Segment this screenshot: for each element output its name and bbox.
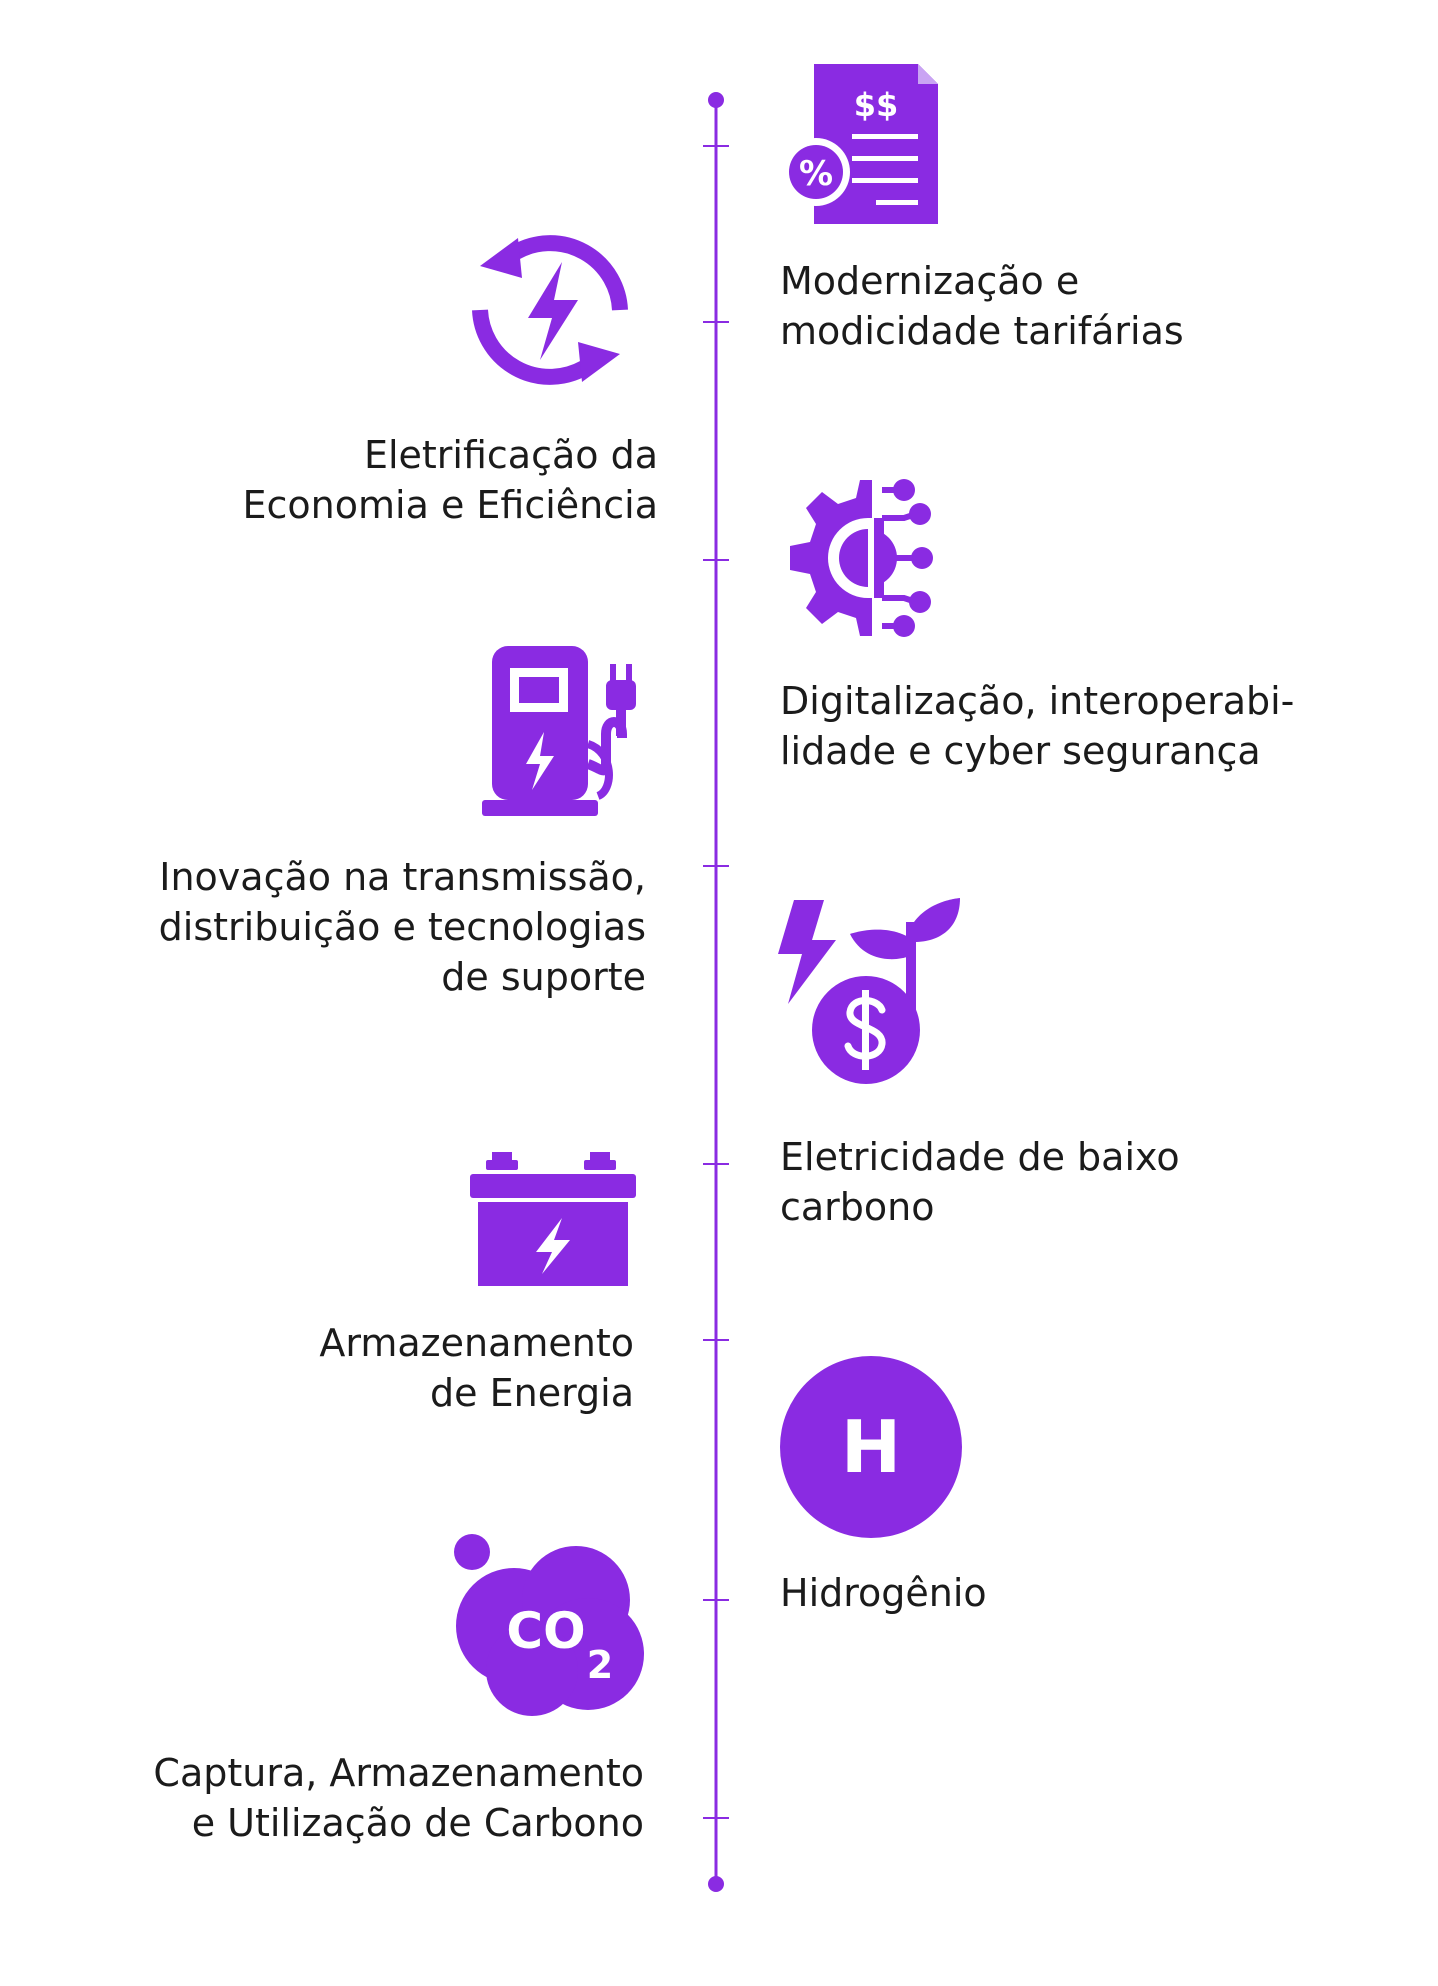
ev-charger-icon — [482, 644, 652, 816]
item-label-innovation: Inovação na transmissão, distribuição e … — [158, 855, 646, 999]
item-label-low-carbon: Eletricidade de baixo carbono — [780, 1135, 1180, 1229]
item-label-electrification: Eletrificação da Economia e Eficiência — [242, 433, 658, 527]
item-label-storage: Armazenamento de Energia — [319, 1321, 634, 1415]
svg-text:H: H — [841, 1405, 901, 1489]
low-carbon-icon — [774, 898, 964, 1090]
timeline-start-dot — [708, 92, 724, 108]
item-label-carbon-capture: Captura, Armazenamento e Utilização de C… — [153, 1751, 644, 1845]
svg-text:2: 2 — [587, 1643, 613, 1687]
svg-text:$$: $$ — [854, 86, 899, 124]
item-label-tariffs: Modernização e modicidade tarifárias — [780, 259, 1184, 353]
item-label-digitalization: Digitalização, interoperabi- lidade e cy… — [780, 679, 1295, 773]
svg-text:CO: CO — [506, 1602, 585, 1660]
item-label-hydrogen: Hidrogênio — [780, 1571, 987, 1615]
battery-icon — [470, 1150, 638, 1286]
timeline-end-dot — [708, 1876, 724, 1892]
co2-cloud-icon: CO 2 — [452, 1530, 648, 1720]
electrification-cycle-icon — [466, 226, 634, 394]
tariff-document-icon: $$ % — [780, 64, 940, 230]
hydrogen-icon: H — [778, 1354, 964, 1540]
digital-gear-icon — [776, 478, 940, 638]
svg-text:%: % — [799, 154, 833, 194]
